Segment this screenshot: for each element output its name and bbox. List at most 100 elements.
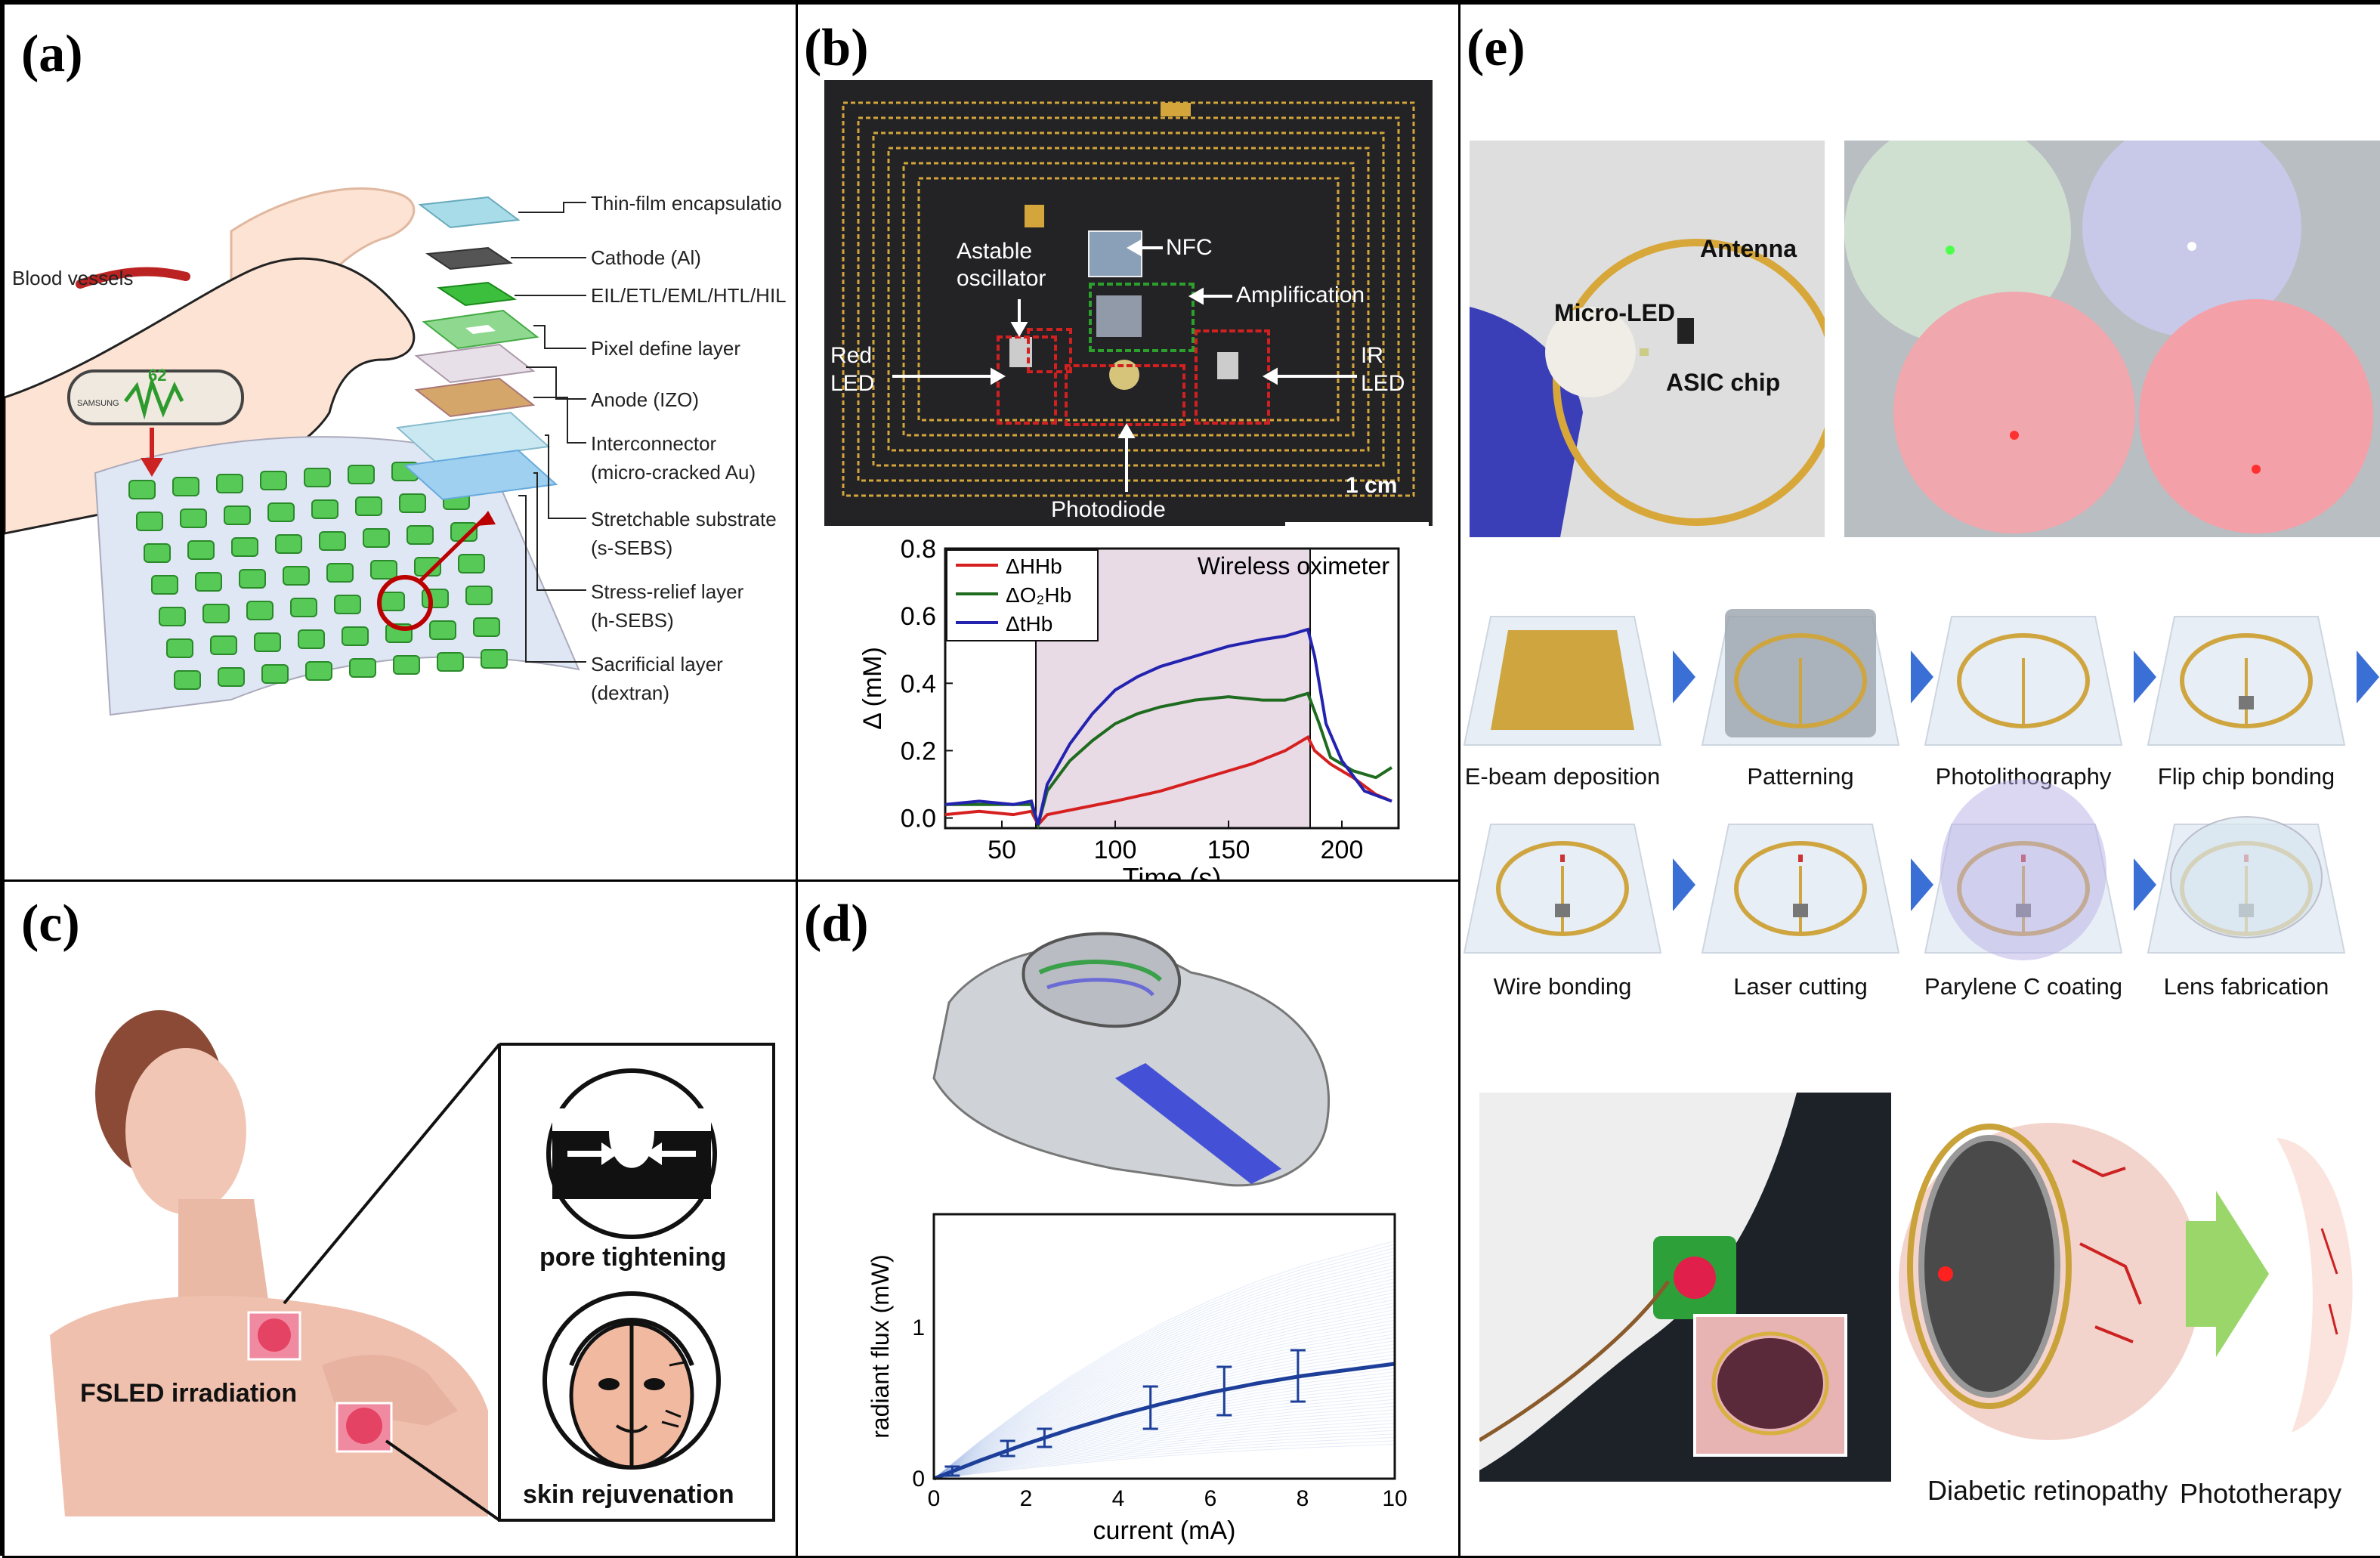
gold-film	[1491, 630, 1634, 730]
simulated-curve	[933, 1285, 1396, 1479]
scale-bar	[1285, 522, 1429, 526]
led-pixel	[275, 534, 302, 554]
label-antenna: Antenna	[1700, 235, 1797, 262]
label-interconnector-sub: (micro-cracked Au)	[591, 461, 756, 484]
led-pixel	[195, 572, 222, 592]
y-tick-label: 1	[912, 1315, 925, 1340]
lens-dome	[2170, 816, 2323, 938]
simulated-curve	[933, 1247, 1396, 1479]
blood-vessel-illustration	[76, 267, 190, 289]
simulated-curve	[933, 1350, 1396, 1479]
label-interconnector: Interconnector	[591, 432, 717, 455]
label-fsled: FSLED irradiation	[80, 1379, 298, 1408]
simulated-curve	[933, 1419, 1396, 1479]
label-sacrificial: Sacrificial layer	[591, 653, 723, 675]
simulated-curve	[933, 1423, 1396, 1479]
process-step-label: E-beam deposition	[1465, 763, 1661, 790]
simulated-curve	[933, 1244, 1396, 1479]
label-blood-vessels: Blood vessels	[12, 267, 134, 289]
pore-tightening-icon	[546, 1068, 717, 1239]
simulated-curve	[933, 1340, 1396, 1479]
led-pixel	[261, 664, 289, 684]
chip	[1555, 904, 1570, 917]
label-red: Red	[830, 343, 873, 368]
simulated-curve	[933, 1275, 1396, 1479]
process-step-label: Parylene C coating	[1924, 973, 2122, 1000]
micro-led	[1560, 855, 1565, 862]
x-tick-label: 2	[1020, 1486, 1033, 1511]
led-pixel	[305, 661, 332, 681]
led-pixel	[342, 626, 369, 646]
led-pixel	[393, 655, 420, 675]
simulated-curve	[933, 1268, 1396, 1479]
label-thin-film: Thin-film encapsulatio	[591, 192, 782, 215]
led-pixel	[136, 512, 163, 531]
led-pixel	[399, 493, 426, 513]
label-phototherapy: Phototherapy	[2180, 1478, 2342, 1509]
label-cathode: Cathode (Al)	[591, 246, 701, 269]
skin-rejuvenation-icon	[542, 1291, 721, 1470]
y-axis-label: radiant flux (mW)	[867, 1254, 894, 1439]
simulated-curve	[933, 1354, 1396, 1479]
flow-arrow	[2134, 858, 2156, 911]
led-pixel	[283, 566, 310, 586]
simulated-curve	[933, 1409, 1396, 1479]
mean-curve	[933, 1362, 1396, 1481]
led-pixel	[450, 522, 478, 542]
y-axis-label: Δ (mM)	[858, 647, 887, 730]
simulated-curve	[933, 1371, 1396, 1479]
label-pore: pore tightening	[539, 1243, 727, 1272]
arrow-head	[477, 511, 496, 526]
led-pixel	[210, 635, 237, 655]
led-grid	[128, 459, 508, 690]
flow-arrow	[2134, 651, 2156, 703]
label-sacrificial-sub: (dextran)	[591, 682, 670, 704]
panel-c: (c)	[2, 879, 798, 1558]
series-line-2	[944, 627, 1392, 826]
led-pixel	[334, 595, 361, 614]
simulated-curve	[933, 1374, 1396, 1479]
simulated-curve	[933, 1337, 1396, 1479]
layer-leader-lines	[511, 202, 586, 663]
x-tick-label: 100	[1094, 836, 1137, 864]
simulated-curve	[933, 1306, 1396, 1479]
x-axis-label: Time (s)	[1123, 862, 1222, 881]
label-ir-led: LED	[1361, 371, 1405, 396]
simulated-curve	[933, 1261, 1396, 1479]
simulated-curve	[933, 1443, 1396, 1479]
label-amplification: Amplification	[1236, 283, 1365, 308]
label-ir: IR	[1361, 343, 1383, 368]
simulated-curve	[933, 1316, 1396, 1479]
label-stress-relief-sub: (h-SEBS)	[591, 609, 674, 632]
lit-lenses-photo	[1844, 141, 2380, 537]
led-pixel	[172, 477, 199, 496]
led-pixel	[319, 531, 346, 551]
process-step-label: Flip chip bonding	[2158, 763, 2335, 790]
photo-arrows	[892, 239, 1357, 492]
led-pixel	[187, 540, 215, 560]
chip	[2239, 696, 2254, 709]
antenna-ring	[2180, 633, 2313, 728]
flow-arrow	[1673, 651, 1695, 703]
x-tick-label: 8	[1297, 1486, 1309, 1511]
led-pixel	[218, 667, 245, 687]
label-oscillator: oscillator	[957, 266, 1046, 291]
x-tick-label: 6	[1204, 1486, 1217, 1511]
led-pixel	[326, 563, 354, 583]
highlight-arrow	[417, 513, 490, 584]
led-pixel	[298, 629, 325, 649]
brain-implant-render	[932, 932, 1330, 1187]
simulated-curve	[933, 1323, 1396, 1479]
led-pixel	[370, 560, 397, 580]
simulated-curve	[933, 1278, 1396, 1479]
simulated-curve	[933, 1427, 1396, 1479]
plot-frame	[932, 1213, 1396, 1480]
shoulders	[50, 1296, 488, 1516]
parylene-glow	[1940, 779, 2106, 960]
simulated-curve	[933, 1302, 1396, 1479]
simulated-curve	[933, 1288, 1396, 1479]
panel-c-illustration	[50, 1010, 775, 1522]
